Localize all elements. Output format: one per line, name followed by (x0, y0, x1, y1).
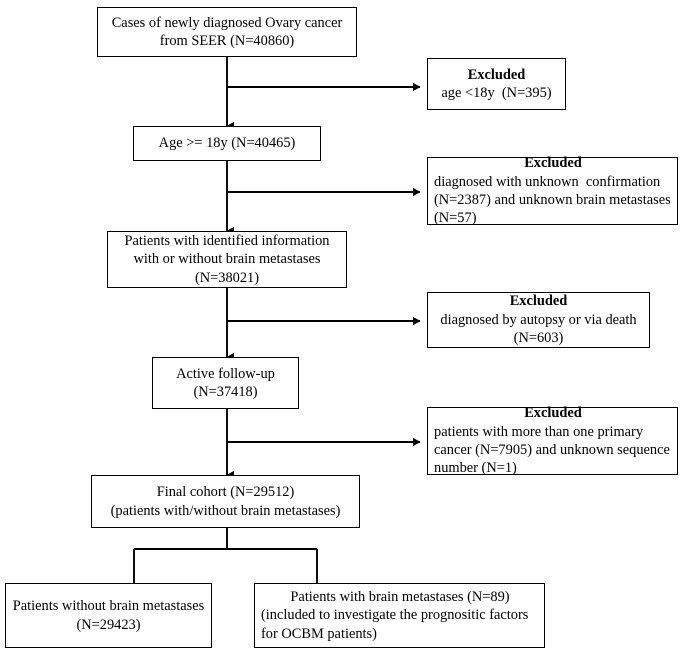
identified-information-line-3: (N=38021) (194, 269, 260, 286)
source-cases-line-1: Cases of newly diagnosed Ovary cancer (111, 14, 343, 31)
active-follow-up-box: Active follow-up (N=37418) (152, 357, 299, 409)
source-cases-line-2: from SEER (N=40860) (159, 33, 295, 49)
excluded-autopsy-box: Excluded diagnosed by autopsy or via dea… (427, 292, 650, 348)
excluded-multiprimary-line-3: number (N=1) (434, 460, 517, 477)
excluded-age-box: Excluded age <18y (N=395) (427, 58, 566, 110)
excluded-multiprimary-line-2: cancer (N=7905) and unknown sequence (434, 442, 670, 458)
age-filtered-box: Age >= 18y (N=40465) (133, 126, 321, 161)
excluded-multiprimary-heading: Excluded (524, 405, 582, 422)
without-bm-line-1: Patients without brain metastases (12, 598, 205, 615)
excluded-unknown-line-1: diagnosed with unknown confirmation (434, 173, 661, 190)
source-cases-box: Cases of newly diagnosed Ovary cancer fr… (97, 7, 357, 57)
excluded-age-detail: age <18y (N=395) (441, 85, 552, 101)
without-bm-line-2: (N=29423) (76, 616, 141, 633)
with-bm-line-1: Patients with brain metastases (N=89) (290, 588, 510, 605)
excluded-age-heading: Excluded (467, 66, 526, 83)
excluded-unknown-line-2: (N=2387) and unknown brain metastases (434, 192, 671, 208)
excluded-autopsy-line-2: (N=603) (513, 330, 564, 347)
final-cohort-box: Final cohort (N=29512) (patients with/wi… (91, 475, 360, 528)
age-filtered-label: Age >= 18y (N=40465) (158, 135, 296, 152)
excluded-unknown-line-3: (N=57) (434, 210, 477, 227)
identified-information-box: Patients with identified information wit… (107, 231, 347, 288)
final-cohort-line-2: (patients with/without brain metastases) (110, 502, 341, 519)
active-follow-up-line-1: Active follow-up (176, 365, 275, 382)
final-cohort-line-1: Final cohort (N=29512) (156, 484, 295, 501)
with-bm-line-2: (included to investigate the prognositic… (261, 607, 529, 624)
excluded-autopsy-heading: Excluded (509, 293, 568, 310)
active-follow-up-line-2: (N=37418) (193, 384, 258, 400)
excluded-unknown-heading: Excluded (524, 155, 582, 172)
patients-without-brain-metastases-box: Patients without brain metastases (N=294… (5, 583, 212, 648)
excluded-unknown-confirmation-box: Excluded diagnosed with unknown confirma… (427, 155, 678, 227)
patients-with-brain-metastases-box: Patients with brain metastases (N=89) (i… (254, 583, 545, 648)
identified-information-line-2: with or without brain metastases (133, 251, 321, 268)
identified-information-line-1: Patients with identified information (124, 232, 330, 249)
excluded-multiprimary-line-1: patients with more than one primary (434, 423, 644, 440)
excluded-autopsy-line-1: diagnosed by autopsy or via death (440, 311, 637, 328)
excluded-multiple-primary-box: Excluded patients with more than one pri… (427, 405, 678, 477)
with-bm-line-3: for OCBM patients) (261, 625, 377, 642)
